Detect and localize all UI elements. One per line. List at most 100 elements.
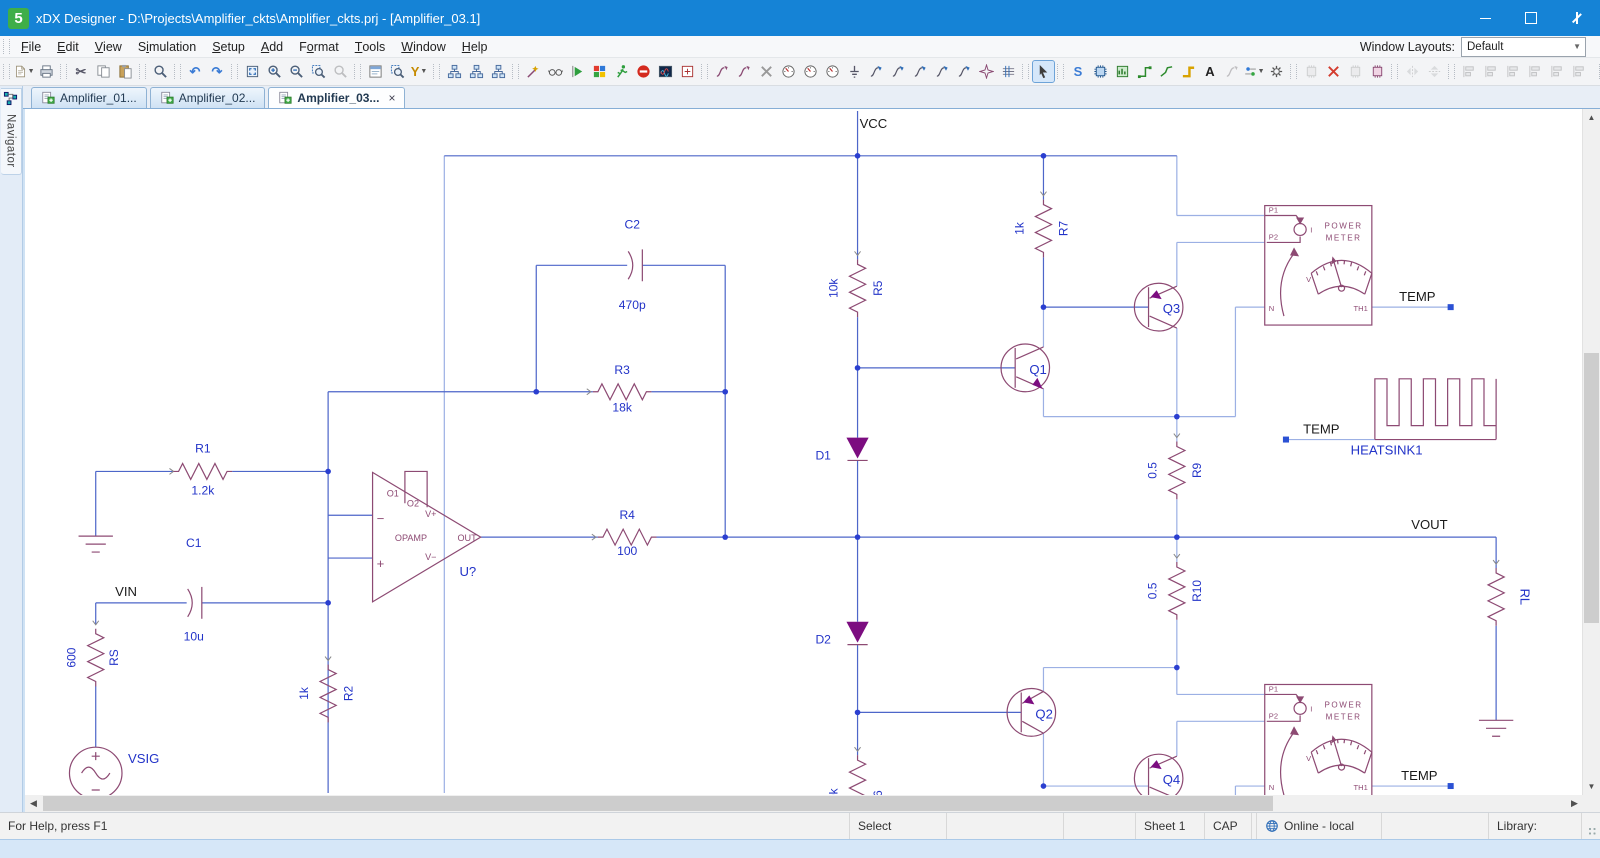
meter-phase-button[interactable]: [800, 61, 821, 82]
horizontal-scroll-thumb[interactable]: [43, 796, 1273, 811]
ref-r7[interactable]: R7: [1057, 221, 1071, 237]
ref-r10[interactable]: R10: [1190, 580, 1204, 602]
resistor-r9[interactable]: [1167, 441, 1187, 500]
sheet-properties-button[interactable]: [365, 61, 386, 82]
simulation-probe-button[interactable]: [523, 61, 544, 82]
zoom-out-button[interactable]: [286, 61, 307, 82]
redo-button[interactable]: ↷: [211, 63, 223, 79]
status-online[interactable]: Online - local: [1256, 813, 1381, 839]
undo-button[interactable]: ↶: [189, 63, 201, 79]
add-text-button[interactable]: A: [1205, 64, 1215, 79]
fit-view-button[interactable]: [242, 61, 263, 82]
select-mode-button[interactable]: [1031, 60, 1055, 83]
probe-ground-button[interactable]: [844, 61, 865, 82]
probe-v1-button[interactable]: [866, 61, 887, 82]
ref-r2[interactable]: R2: [341, 686, 355, 702]
ref-heatsink[interactable]: HEATSINK1: [1351, 443, 1423, 458]
resistor-r2[interactable]: [318, 664, 338, 723]
close-button[interactable]: [1554, 0, 1600, 36]
diode-d2[interactable]: [846, 621, 869, 646]
value-r9[interactable]: 0.5: [1146, 462, 1160, 479]
ref-q2[interactable]: Q2: [1035, 706, 1053, 721]
ref-opamp[interactable]: U?: [459, 564, 476, 579]
ref-q1[interactable]: Q1: [1029, 362, 1047, 377]
open-document-button[interactable]: ▼: [14, 61, 35, 82]
window-layouts-select[interactable]: Default ▼: [1461, 36, 1586, 57]
ground-symbol[interactable]: [78, 535, 113, 553]
resistor-r10[interactable]: [1167, 562, 1187, 620]
ref-q3[interactable]: Q3: [1163, 301, 1181, 316]
value-r10[interactable]: 0.5: [1146, 582, 1160, 599]
probe-power-button[interactable]: [976, 61, 997, 82]
transistor-q2[interactable]: [1006, 687, 1057, 737]
probe-v4-button[interactable]: [932, 61, 953, 82]
net-label-temp[interactable]: TEMP: [1399, 289, 1435, 304]
net-label-vout[interactable]: VOUT: [1411, 517, 1447, 532]
add-component-button[interactable]: [1090, 61, 1111, 82]
resistor-r6[interactable]: [848, 755, 867, 795]
resistor-r4[interactable]: [597, 527, 657, 547]
simulation-viewpoint-button[interactable]: [545, 61, 566, 82]
diode-d1[interactable]: [846, 437, 869, 462]
add-bus-button[interactable]: [1178, 61, 1199, 82]
value-r1[interactable]: 1.2k: [191, 483, 215, 497]
paste-button[interactable]: [115, 61, 136, 82]
net-label-temp[interactable]: TEMP: [1303, 422, 1339, 437]
horizontal-scrollbar[interactable]: ◀ ▶: [25, 795, 1583, 812]
simulation-setup-button[interactable]: [677, 61, 698, 82]
schematic[interactable]: O1 O2 V+ OUT V− OPAMP − +: [25, 109, 1582, 795]
scroll-up-icon[interactable]: ▲: [1587, 113, 1596, 122]
probe-v3-button[interactable]: [910, 61, 931, 82]
hierarchy-pop-button[interactable]: [466, 61, 487, 82]
waveform-viewer-button[interactable]: [655, 61, 676, 82]
wire[interactable]: [95, 110, 1497, 794]
ref-rs[interactable]: RS: [107, 649, 121, 666]
tab-amplifier_01-[interactable]: Amplifier_01...: [31, 87, 147, 108]
run-simulation-button[interactable]: [611, 61, 632, 82]
schematic-canvas[interactable]: O1 O2 V+ OUT V− OPAMP − +: [25, 109, 1582, 795]
resistor-r1[interactable]: [173, 462, 233, 481]
power-meter-2[interactable]: P1 P2 N TH1 I V POWER METER: [1264, 683, 1373, 795]
value-c1[interactable]: 10u: [184, 630, 204, 644]
resize-grip[interactable]: [1581, 813, 1600, 839]
edit-symbol-button[interactable]: [1367, 61, 1388, 82]
resistor-rl[interactable]: [1486, 567, 1506, 626]
maximize-button[interactable]: [1508, 0, 1554, 36]
navigator-tab[interactable]: Navigator: [0, 88, 22, 175]
signal-paths-button[interactable]: S: [1073, 64, 1083, 79]
display-control-button[interactable]: ▼: [1244, 61, 1265, 82]
value-r6[interactable]: 10k: [826, 787, 840, 795]
value-r4[interactable]: 100: [617, 544, 638, 558]
vertical-scrollbar[interactable]: ▲ ▼: [1582, 109, 1600, 795]
ref-c2[interactable]: C2: [624, 218, 640, 232]
add-net-button[interactable]: [1134, 61, 1155, 82]
ref-q4[interactable]: Q4: [1163, 772, 1181, 787]
ref-r4[interactable]: R4: [619, 508, 635, 522]
ref-r5[interactable]: R5: [871, 280, 885, 296]
meter-ac-button[interactable]: [778, 61, 799, 82]
ref-d1[interactable]: D1: [815, 449, 831, 463]
transistor-q1[interactable]: [1000, 343, 1051, 393]
run-to-breakpoint-button[interactable]: [567, 61, 588, 82]
copy-button[interactable]: [93, 61, 114, 82]
scroll-down-icon[interactable]: ▼: [1587, 782, 1596, 791]
filter-button[interactable]: Y▼: [410, 64, 428, 79]
add-part-button[interactable]: [1112, 61, 1133, 82]
add-net-orthogonal-button[interactable]: [1156, 61, 1177, 82]
ground-symbol[interactable]: [1478, 719, 1514, 737]
ref-r6[interactable]: R6: [871, 790, 885, 795]
transistor-q3[interactable]: [1133, 282, 1184, 332]
power-meter-1[interactable]: P1 P2 N TH1 I V POWER METER: [1264, 204, 1373, 326]
zoom-area-button[interactable]: [308, 61, 329, 82]
tab-close-icon[interactable]: ×: [388, 91, 396, 105]
design-rules-button[interactable]: [1266, 61, 1287, 82]
value-r2[interactable]: 1k: [297, 686, 311, 700]
scroll-left-icon[interactable]: ◀: [30, 798, 37, 808]
net-label-temp[interactable]: TEMP: [1401, 768, 1437, 783]
zoom-in-button[interactable]: [264, 61, 285, 82]
